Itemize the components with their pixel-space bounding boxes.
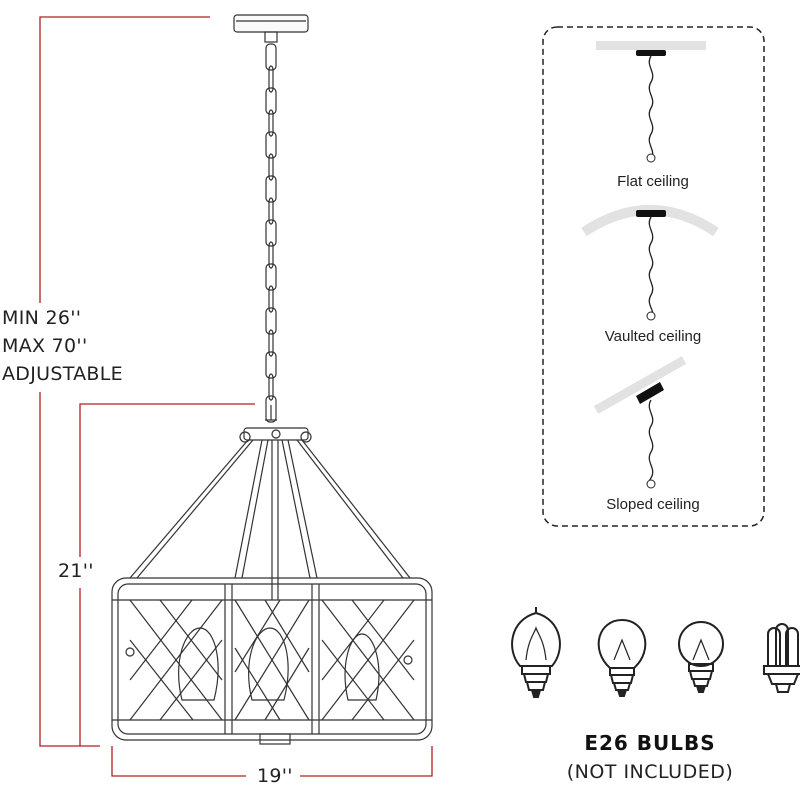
sloped-ceiling-label: Sloped ceiling — [606, 496, 700, 513]
hanging-max-label: MAX 70'' — [2, 335, 88, 357]
chandelier-illustration — [111, 14, 433, 745]
chain-link — [265, 175, 277, 203]
chain-link — [265, 307, 277, 335]
chain-link — [268, 285, 274, 313]
cfl-bulb-icon — [763, 623, 800, 693]
chain-link — [265, 395, 277, 423]
width-label: 19'' — [257, 765, 293, 787]
flat-ceiling-icon — [596, 41, 706, 163]
height-dimension-line-top — [79, 403, 255, 557]
globe-bulb-icon — [678, 621, 724, 693]
bulbs-note: (NOT INCLUDED) — [566, 761, 734, 783]
standard-bulb-icon — [597, 618, 647, 697]
chain-link — [265, 131, 277, 159]
edison-bulb-icon — [511, 607, 561, 698]
width-dimension-line-right — [300, 746, 433, 777]
width-dimension-line-left — [111, 746, 246, 777]
chain-link — [268, 241, 274, 269]
sloped-ceiling-icon — [593, 356, 687, 489]
height-label: 21'' — [58, 560, 94, 582]
chain-link — [265, 219, 277, 247]
bulbs-title: E26 BULBS — [584, 731, 716, 755]
hanging-adjustable-label: ADJUSTABLE — [2, 363, 123, 385]
chain-link — [268, 197, 274, 225]
mounting-options-frame — [542, 26, 765, 527]
cage-lattice — [129, 599, 415, 721]
chain-link — [265, 43, 277, 71]
chain-link — [268, 65, 274, 93]
hanging-dimension-line-top — [39, 16, 210, 303]
chain-link — [268, 153, 274, 181]
hanging-min-label: MIN 26'' — [2, 307, 82, 329]
chain — [265, 43, 277, 423]
dimension-lines — [39, 16, 433, 777]
chain-link — [265, 351, 277, 379]
chain-link — [268, 329, 274, 357]
chain-link — [265, 87, 277, 115]
chain-link — [268, 373, 274, 401]
vaulted-ceiling-label: Vaulted ceiling — [604, 328, 702, 345]
chain-link — [268, 109, 274, 137]
chain-link — [265, 263, 277, 291]
flat-ceiling-label: Flat ceiling — [617, 173, 689, 190]
vaulted-ceiling-icon — [581, 205, 719, 321]
